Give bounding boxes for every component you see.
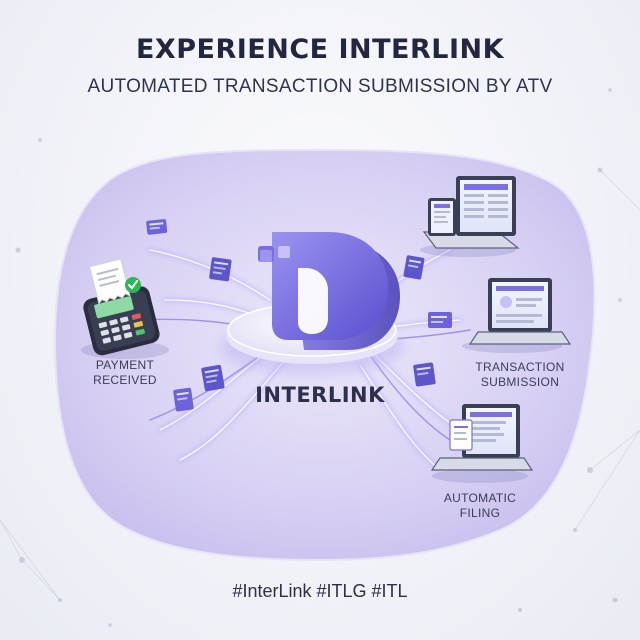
laptop-dashboard-icon <box>420 176 520 257</box>
payment-label-line2: RECEIVED <box>93 373 157 387</box>
transaction-submission-label: TRANSACTION SUBMISSION <box>460 360 580 390</box>
floating-document-cards <box>146 219 452 412</box>
automatic-filing-label: AUTOMATIC FILING <box>420 491 540 521</box>
background-dots <box>15 88 622 627</box>
submission-label-line1: TRANSACTION <box>475 360 565 374</box>
payment-received-label: PAYMENT RECEIVED <box>70 358 180 388</box>
payment-terminal-icon <box>81 258 169 359</box>
hashtags: #InterLink #ITLG #ITL <box>232 581 408 601</box>
hub-label: INTERLINK <box>255 383 385 407</box>
interlink-logo-icon <box>258 232 400 350</box>
payment-label-line1: PAYMENT <box>95 358 155 372</box>
submission-label-line2: SUBMISSION <box>480 375 560 389</box>
filing-label-line2: FILING <box>459 506 501 520</box>
filing-label-line1: AUTOMATIC <box>443 491 517 505</box>
laptop-document-icon <box>430 404 534 483</box>
check-icon <box>125 277 141 293</box>
laptop-icon <box>462 278 572 353</box>
page-subtitle: AUTOMATED TRANSACTION SUBMISSION BY ATV <box>87 76 553 97</box>
page-title: EXPERIENCE INTERLINK <box>135 34 505 65</box>
